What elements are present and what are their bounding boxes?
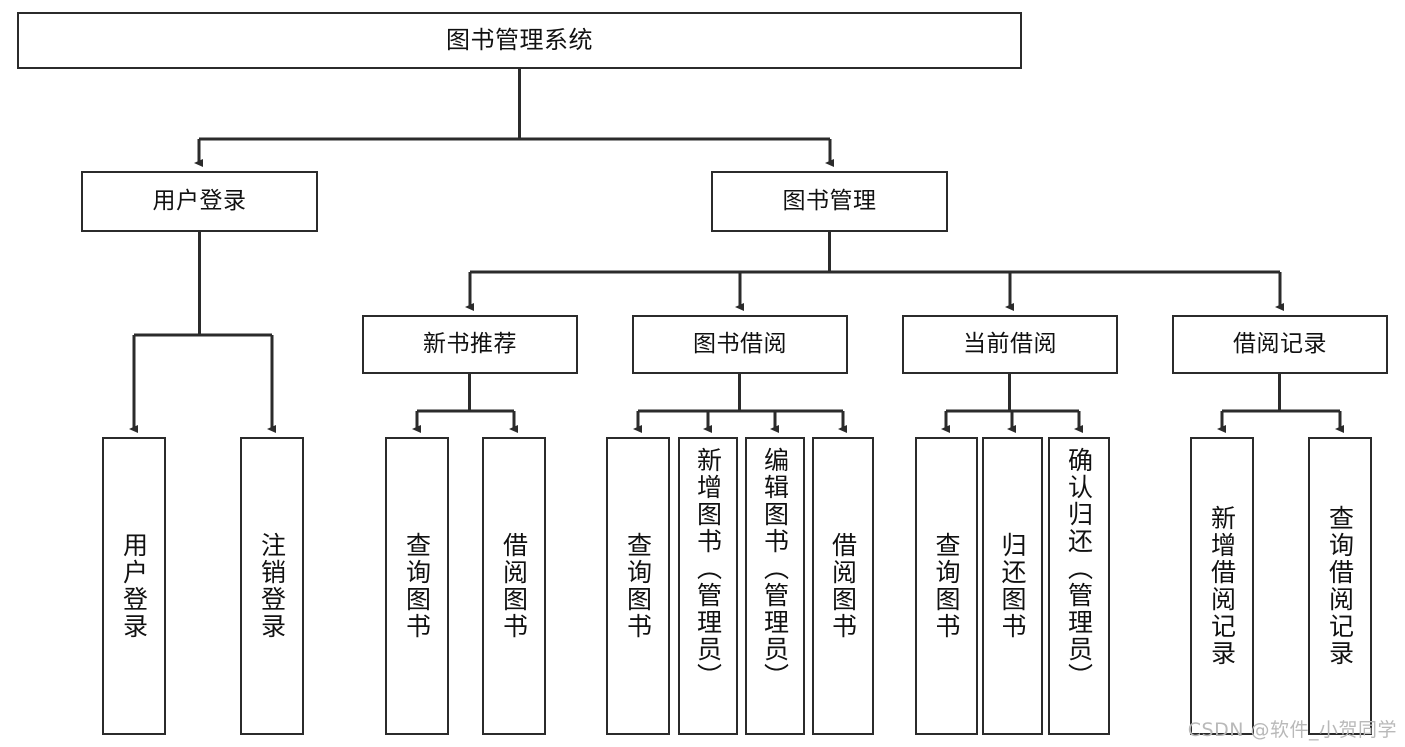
node-leaf-cur-return[interactable]: 归还图书 xyxy=(982,437,1043,735)
node-leaf-user-logout[interactable]: 注销登录 xyxy=(240,437,304,735)
node-leaf-bor-query[interactable]: 查询图书 xyxy=(606,437,670,735)
node-book-manage-label: 图书管理 xyxy=(782,187,877,214)
node-new-book-recommend[interactable]: 新书推荐 xyxy=(362,315,578,374)
node-new-book-recommend-label: 新书推荐 xyxy=(423,330,517,357)
node-leaf-bor-query-label: 查询图书 xyxy=(623,532,653,640)
node-leaf-rec-query[interactable]: 查询图书 xyxy=(385,437,449,735)
node-root[interactable]: 图书管理系统 xyxy=(17,12,1022,69)
node-user-login-label: 用户登录 xyxy=(152,187,247,214)
node-leaf-cur-confirm-label: 确认归还（管理员） xyxy=(1064,447,1094,690)
node-leaf-bor-edit-label: 编辑图书（管理员） xyxy=(760,447,790,690)
node-book-borrow-label: 图书借阅 xyxy=(693,330,787,357)
node-leaf-bor-lend[interactable]: 借阅图书 xyxy=(812,437,874,735)
edge-group xyxy=(129,69,1344,433)
node-leaf-user-login[interactable]: 用户登录 xyxy=(102,437,166,735)
node-leaf-bor-add[interactable]: 新增图书（管理员） xyxy=(678,437,738,735)
node-leaf-rec-borrow[interactable]: 借阅图书 xyxy=(482,437,546,735)
node-leaf-cur-query-label: 查询图书 xyxy=(932,532,961,640)
node-leaf-rec-borrow-label: 借阅图书 xyxy=(499,532,529,640)
node-leaf-cur-confirm[interactable]: 确认归还（管理员） xyxy=(1048,437,1110,735)
node-current-borrow[interactable]: 当前借阅 xyxy=(902,315,1118,374)
node-leaf-rec-search-label: 查询借阅记录 xyxy=(1325,505,1355,667)
node-leaf-rec-add-label: 新增借阅记录 xyxy=(1207,505,1237,667)
node-leaf-cur-query[interactable]: 查询图书 xyxy=(915,437,978,735)
node-leaf-bor-add-label: 新增图书（管理员） xyxy=(693,447,723,690)
node-leaf-user-login-label: 用户登录 xyxy=(119,532,149,640)
node-root-label: 图书管理系统 xyxy=(446,26,593,55)
node-leaf-rec-add[interactable]: 新增借阅记录 xyxy=(1190,437,1254,735)
node-leaf-user-logout-label: 注销登录 xyxy=(257,532,287,640)
node-leaf-bor-edit[interactable]: 编辑图书（管理员） xyxy=(745,437,805,735)
node-borrow-record[interactable]: 借阅记录 xyxy=(1172,315,1388,374)
node-book-borrow[interactable]: 图书借阅 xyxy=(632,315,848,374)
node-book-manage[interactable]: 图书管理 xyxy=(711,171,948,232)
node-current-borrow-label: 当前借阅 xyxy=(963,330,1057,357)
node-leaf-bor-lend-label: 借阅图书 xyxy=(828,532,858,640)
node-borrow-record-label: 借阅记录 xyxy=(1233,330,1327,357)
node-leaf-rec-query-label: 查询图书 xyxy=(402,532,432,640)
csdn-watermark: CSDN @软件_小贺同学 xyxy=(1187,719,1397,741)
node-leaf-rec-search[interactable]: 查询借阅记录 xyxy=(1308,437,1372,735)
node-user-login[interactable]: 用户登录 xyxy=(81,171,318,232)
node-leaf-cur-return-label: 归还图书 xyxy=(998,532,1027,640)
